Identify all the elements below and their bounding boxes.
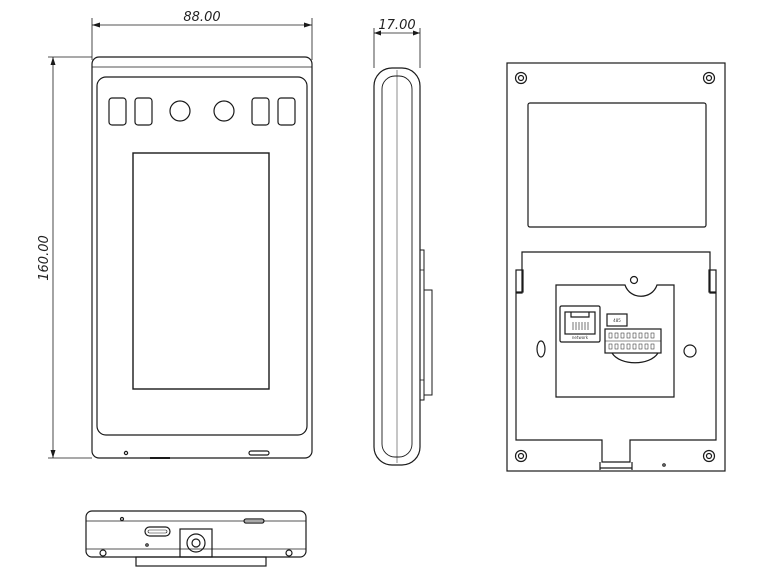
- screw-bottom-left: [514, 449, 528, 463]
- screw-top-left: [514, 71, 528, 85]
- screw-top-right: [702, 71, 716, 85]
- depth-dimension-label: 17.00: [378, 18, 415, 33]
- sensor-row: [108, 97, 296, 126]
- terminal-label: 485: [613, 318, 621, 323]
- rj45-label: network: [572, 335, 589, 340]
- terminal-connector-small: 485: [606, 313, 628, 327]
- bottom-view: [85, 510, 307, 567]
- depth-dimension: 17.00: [373, 18, 421, 68]
- width-dimension-label: 88.00: [183, 10, 220, 25]
- back-view: network 485: [506, 62, 726, 472]
- port-cutout: [555, 284, 675, 398]
- side-view: [373, 67, 433, 466]
- back-recess-panel: [527, 102, 707, 228]
- height-dimension: 160.00: [37, 56, 92, 459]
- width-dimension: 88.00: [91, 10, 313, 60]
- display-screen: [132, 152, 270, 390]
- terminal-block: [604, 328, 662, 354]
- screw-bottom-right: [702, 449, 716, 463]
- mounting-bracket: [515, 251, 717, 463]
- front-view: [91, 56, 313, 459]
- height-dimension-label: 160.00: [37, 235, 52, 281]
- rj45-port: network: [559, 305, 601, 343]
- usb-port: [144, 526, 171, 537]
- power-jack: [179, 528, 213, 558]
